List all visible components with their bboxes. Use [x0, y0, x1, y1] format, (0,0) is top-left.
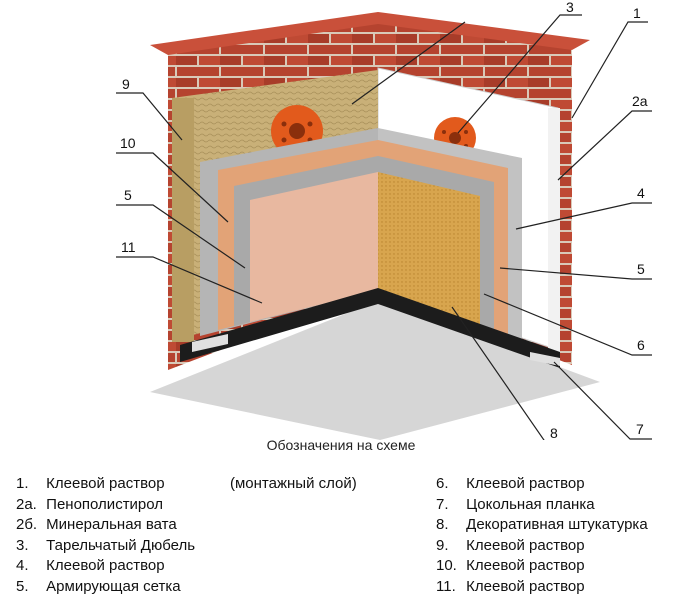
legend-item: 5. Армирующая сетка	[16, 577, 416, 598]
legend-item: 8. Декоративная штукатурка	[436, 515, 676, 536]
legend-right-column: 6. Клеевой раствор 7. Цокольная планка 8…	[436, 474, 676, 597]
legend-left-column: 1. Клеевой раствор (монтажный слой) 2а. …	[16, 474, 416, 597]
legend-item: 2а. Пенополистирол	[16, 495, 416, 516]
legend-item: 7. Цокольная планка	[436, 495, 676, 516]
mineral-wool-edge	[172, 98, 194, 342]
callout-11: 11	[121, 239, 136, 255]
legend-text: Пенополистирол	[46, 495, 164, 513]
legend-item: 4. Клеевой раствор	[16, 556, 416, 577]
legend-text: Армирующая сетка	[46, 577, 181, 595]
plaster-right	[378, 172, 480, 334]
legend-item: 3. Тарельчатый Дюбель	[16, 536, 416, 557]
callout-line-6	[483, 293, 652, 356]
legend-number: 4.	[16, 557, 29, 574]
callout-labels: 9 10 5 11 3 1 2а 4 5 6 7 8	[120, 0, 648, 440]
base-profile-lip	[192, 334, 228, 352]
callout-7: 7	[636, 421, 644, 437]
legend-number: 6.	[436, 475, 449, 492]
legend-item: 2б. Минеральная вата	[16, 515, 416, 536]
legend-number: 5.	[16, 577, 29, 595]
callout-5-right: 5	[637, 261, 645, 277]
callout-line-9	[116, 92, 183, 141]
legend-number: 10.	[436, 557, 457, 574]
legend-number: 8.	[436, 516, 449, 533]
legend-number: 3.	[16, 536, 29, 554]
legend-text: Клеевой раствор	[466, 536, 585, 554]
callout-line-2a	[557, 110, 652, 181]
base-profile	[180, 288, 560, 368]
callout-4: 4	[637, 185, 645, 201]
callout-line-5-right	[499, 267, 652, 280]
callout-1: 1	[633, 5, 641, 21]
legend-text: Цокольная планка	[466, 495, 595, 513]
legend-number: 1.	[16, 475, 29, 492]
floor	[150, 300, 600, 440]
legend-item: 11. Клеевой раствор	[436, 577, 676, 598]
callout-line-1	[571, 21, 648, 119]
plaster-left	[250, 172, 378, 322]
callout-3: 3	[566, 0, 574, 15]
legend-text: Тарельчатый Дюбель	[46, 536, 196, 554]
legend-note: (монтажный слой)	[230, 475, 357, 492]
callout-6: 6	[637, 337, 645, 353]
legend-text: Клеевой раствор	[466, 557, 585, 574]
legend-number: 2б.	[16, 516, 38, 533]
callout-line-3	[457, 14, 582, 134]
legend-item: 9. Клеевой раствор	[436, 536, 676, 557]
legend-text: Минеральная вата	[46, 516, 177, 533]
legend-number: 11.	[436, 577, 456, 595]
base-profile-lip-right	[530, 352, 560, 366]
callout-2a: 2а	[632, 93, 648, 109]
legend-item: 6. Клеевой раствор	[436, 474, 676, 495]
callout-line-3b	[351, 21, 466, 105]
callout-line-10	[116, 152, 229, 223]
legend-number: 9.	[436, 536, 449, 554]
callout-line-7	[553, 361, 652, 440]
legend-item: 1. Клеевой раствор (монтажный слой)	[16, 474, 416, 495]
polystyrene-edge	[548, 108, 560, 354]
legend-text: Декоративная штукатурка	[466, 516, 648, 533]
legend-number: 7.	[436, 495, 449, 513]
callout-8: 8	[550, 425, 558, 440]
legend-text: Клеевой раствор	[46, 475, 165, 492]
callout-line-4	[515, 202, 652, 230]
callout-5-left: 5	[124, 187, 132, 203]
legend-text: Клеевой раствор	[466, 577, 585, 595]
brick-top-edge	[150, 12, 590, 55]
callout-9: 9	[122, 76, 130, 92]
callout-line-5-left	[116, 204, 246, 269]
callout-line-8	[451, 306, 545, 440]
legend-item: 10. Клеевой раствор	[436, 556, 676, 577]
legend-number: 2а.	[16, 495, 37, 513]
callout-line-11	[116, 256, 263, 304]
diagram-caption: Обозначения на схеме	[266, 437, 416, 453]
legend-text: Клеевой раствор	[46, 557, 165, 574]
facade-insulation-diagram: 9 10 5 11 3 1 2а 4 5 6 7 8	[116, 0, 652, 440]
legend-text: Клеевой раствор	[466, 475, 585, 492]
callout-10: 10	[120, 135, 136, 151]
callout-lines	[116, 14, 652, 440]
